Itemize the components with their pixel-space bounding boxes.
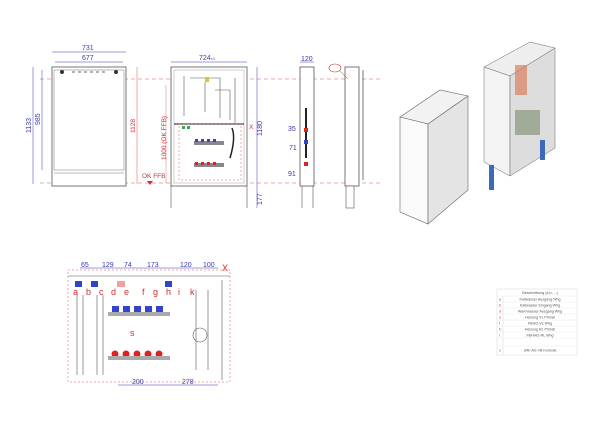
iso-view-closed — [399, 89, 469, 225]
letter-c: c — [99, 287, 104, 297]
legend-key: b — [499, 304, 501, 308]
dim-side-35: 35 — [288, 126, 296, 133]
letter-i: i — [178, 287, 180, 297]
letter-h: h — [166, 287, 171, 297]
legend-table: Beschreibung (a,b,....) a Kaltwasser Aus… — [496, 288, 578, 356]
dim-height-outer: 1133 — [26, 118, 33, 133]
legend-text: FBH/HZ-RL Whg — [526, 334, 553, 338]
legend-header: Beschreibung (a,b,....) — [522, 291, 557, 295]
letter-d: d — [111, 287, 116, 297]
legend-text: Heizung RL Primär — [525, 328, 556, 332]
front-view: 731 677 1133 985 1128 OK FFB — [26, 45, 165, 187]
letter-k: k — [190, 287, 195, 297]
iso-view-open — [483, 41, 556, 190]
legend-key: h — [499, 328, 501, 332]
dim-detail-3: 173 — [147, 262, 159, 269]
mount-leg-right — [540, 140, 545, 160]
letter-f: f — [142, 287, 145, 297]
dim-depth: 120 — [301, 56, 313, 63]
legend-text: Kaltwasser Eingang Whg — [520, 304, 560, 308]
legend-key: a — [499, 298, 501, 302]
dim-width-outer: 731 — [82, 45, 94, 52]
ok-ffb-label: OK FFB — [142, 173, 165, 180]
x-marker: X — [249, 124, 254, 131]
letter-g: g — [153, 287, 158, 297]
legend-key: s — [499, 349, 501, 353]
letter-s: s — [130, 328, 135, 338]
dim-detail-1: 129 — [102, 262, 114, 269]
letter-e: e — [124, 287, 129, 297]
manifold-return — [194, 162, 224, 167]
legend-text: Heizung VL Primär — [525, 316, 556, 320]
dim-height-ffb: 1000 (OK FFB) — [161, 116, 168, 160]
dim-detail-4: 120 — [180, 262, 192, 269]
dim-detail-2: 74 — [124, 262, 132, 269]
dim-height-total: 1180 — [257, 121, 264, 136]
legend-text: Warmwasser Ausgang Whg — [518, 310, 562, 314]
letter-b: b — [86, 287, 91, 297]
open-view: 724±1 1180 177 1000 (OK FFB) X — [161, 55, 264, 208]
dim-height-inner: 985 — [35, 113, 42, 125]
detail-view: 65 129 74 173 120 100 200 278 a b c d e … — [67, 262, 231, 386]
dim-detail-bottom-0: 200 — [132, 379, 144, 386]
dim-detail-bottom-1: 278 — [182, 379, 194, 386]
dim-height-red: 1128 — [130, 119, 137, 133]
legend-key: f — [499, 322, 500, 326]
legend-text: SAF AG mit Konsole — [524, 349, 557, 353]
dim-side-71: 71 — [289, 145, 297, 152]
side-view: 120 35 71 91 — [288, 56, 364, 209]
legend-text: FBH/2-VL Whg — [528, 322, 552, 326]
legend-key: d — [499, 310, 501, 314]
dim-width-inner: 677 — [82, 55, 94, 62]
dim-detail-5: 100 — [203, 262, 215, 269]
letter-a: a — [73, 287, 78, 297]
dim-foot: 177 — [257, 193, 264, 205]
legend-key: e — [499, 316, 501, 320]
dim-open-width: 724±1 — [199, 55, 216, 62]
detail-x-marker: X — [222, 263, 228, 273]
dim-detail-0: 65 — [81, 262, 89, 269]
dim-side-91: 91 — [288, 171, 296, 178]
mount-leg-left — [489, 165, 494, 190]
legend-text: Kaltwasser Ausgang Whg — [520, 298, 561, 302]
legend-key: i — [499, 334, 500, 338]
manifold-supply — [194, 139, 224, 145]
